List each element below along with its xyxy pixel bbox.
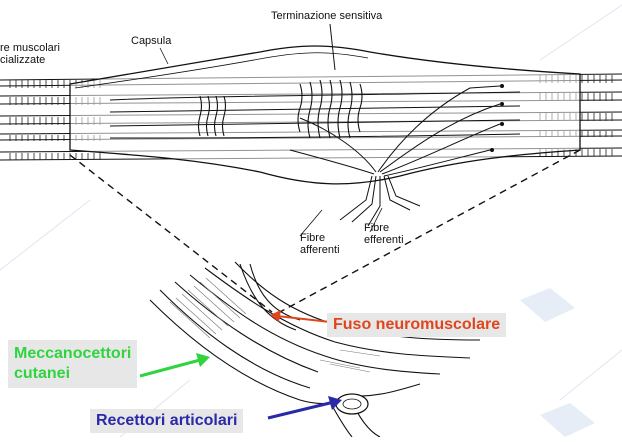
label-capsula: Capsula: [131, 36, 171, 47]
elbow-joint: [336, 394, 368, 414]
label-fibre-afferenti: Fibre afferenti: [300, 232, 340, 256]
meccanocettori-arrow: [140, 353, 210, 376]
label-meccanocettori-cutanei: Meccanocettori cutanei: [8, 340, 137, 388]
label-fibre-efferenti: Fibre efferenti: [364, 222, 404, 246]
label-recettori-articolari: Recettori articolari: [90, 409, 243, 433]
spindle-capsule: [70, 46, 580, 184]
fuso-arrow: [270, 310, 330, 322]
label-terminazione-sensitiva: Terminazione sensitiva: [271, 11, 382, 22]
watermark-blobs: [520, 288, 595, 437]
label-fuso-neuromuscolare: Fuso neuromuscolare: [327, 313, 506, 337]
label-fibre-muscolari: re muscolari cializzate: [0, 42, 60, 66]
recettori-arrow: [268, 396, 342, 418]
